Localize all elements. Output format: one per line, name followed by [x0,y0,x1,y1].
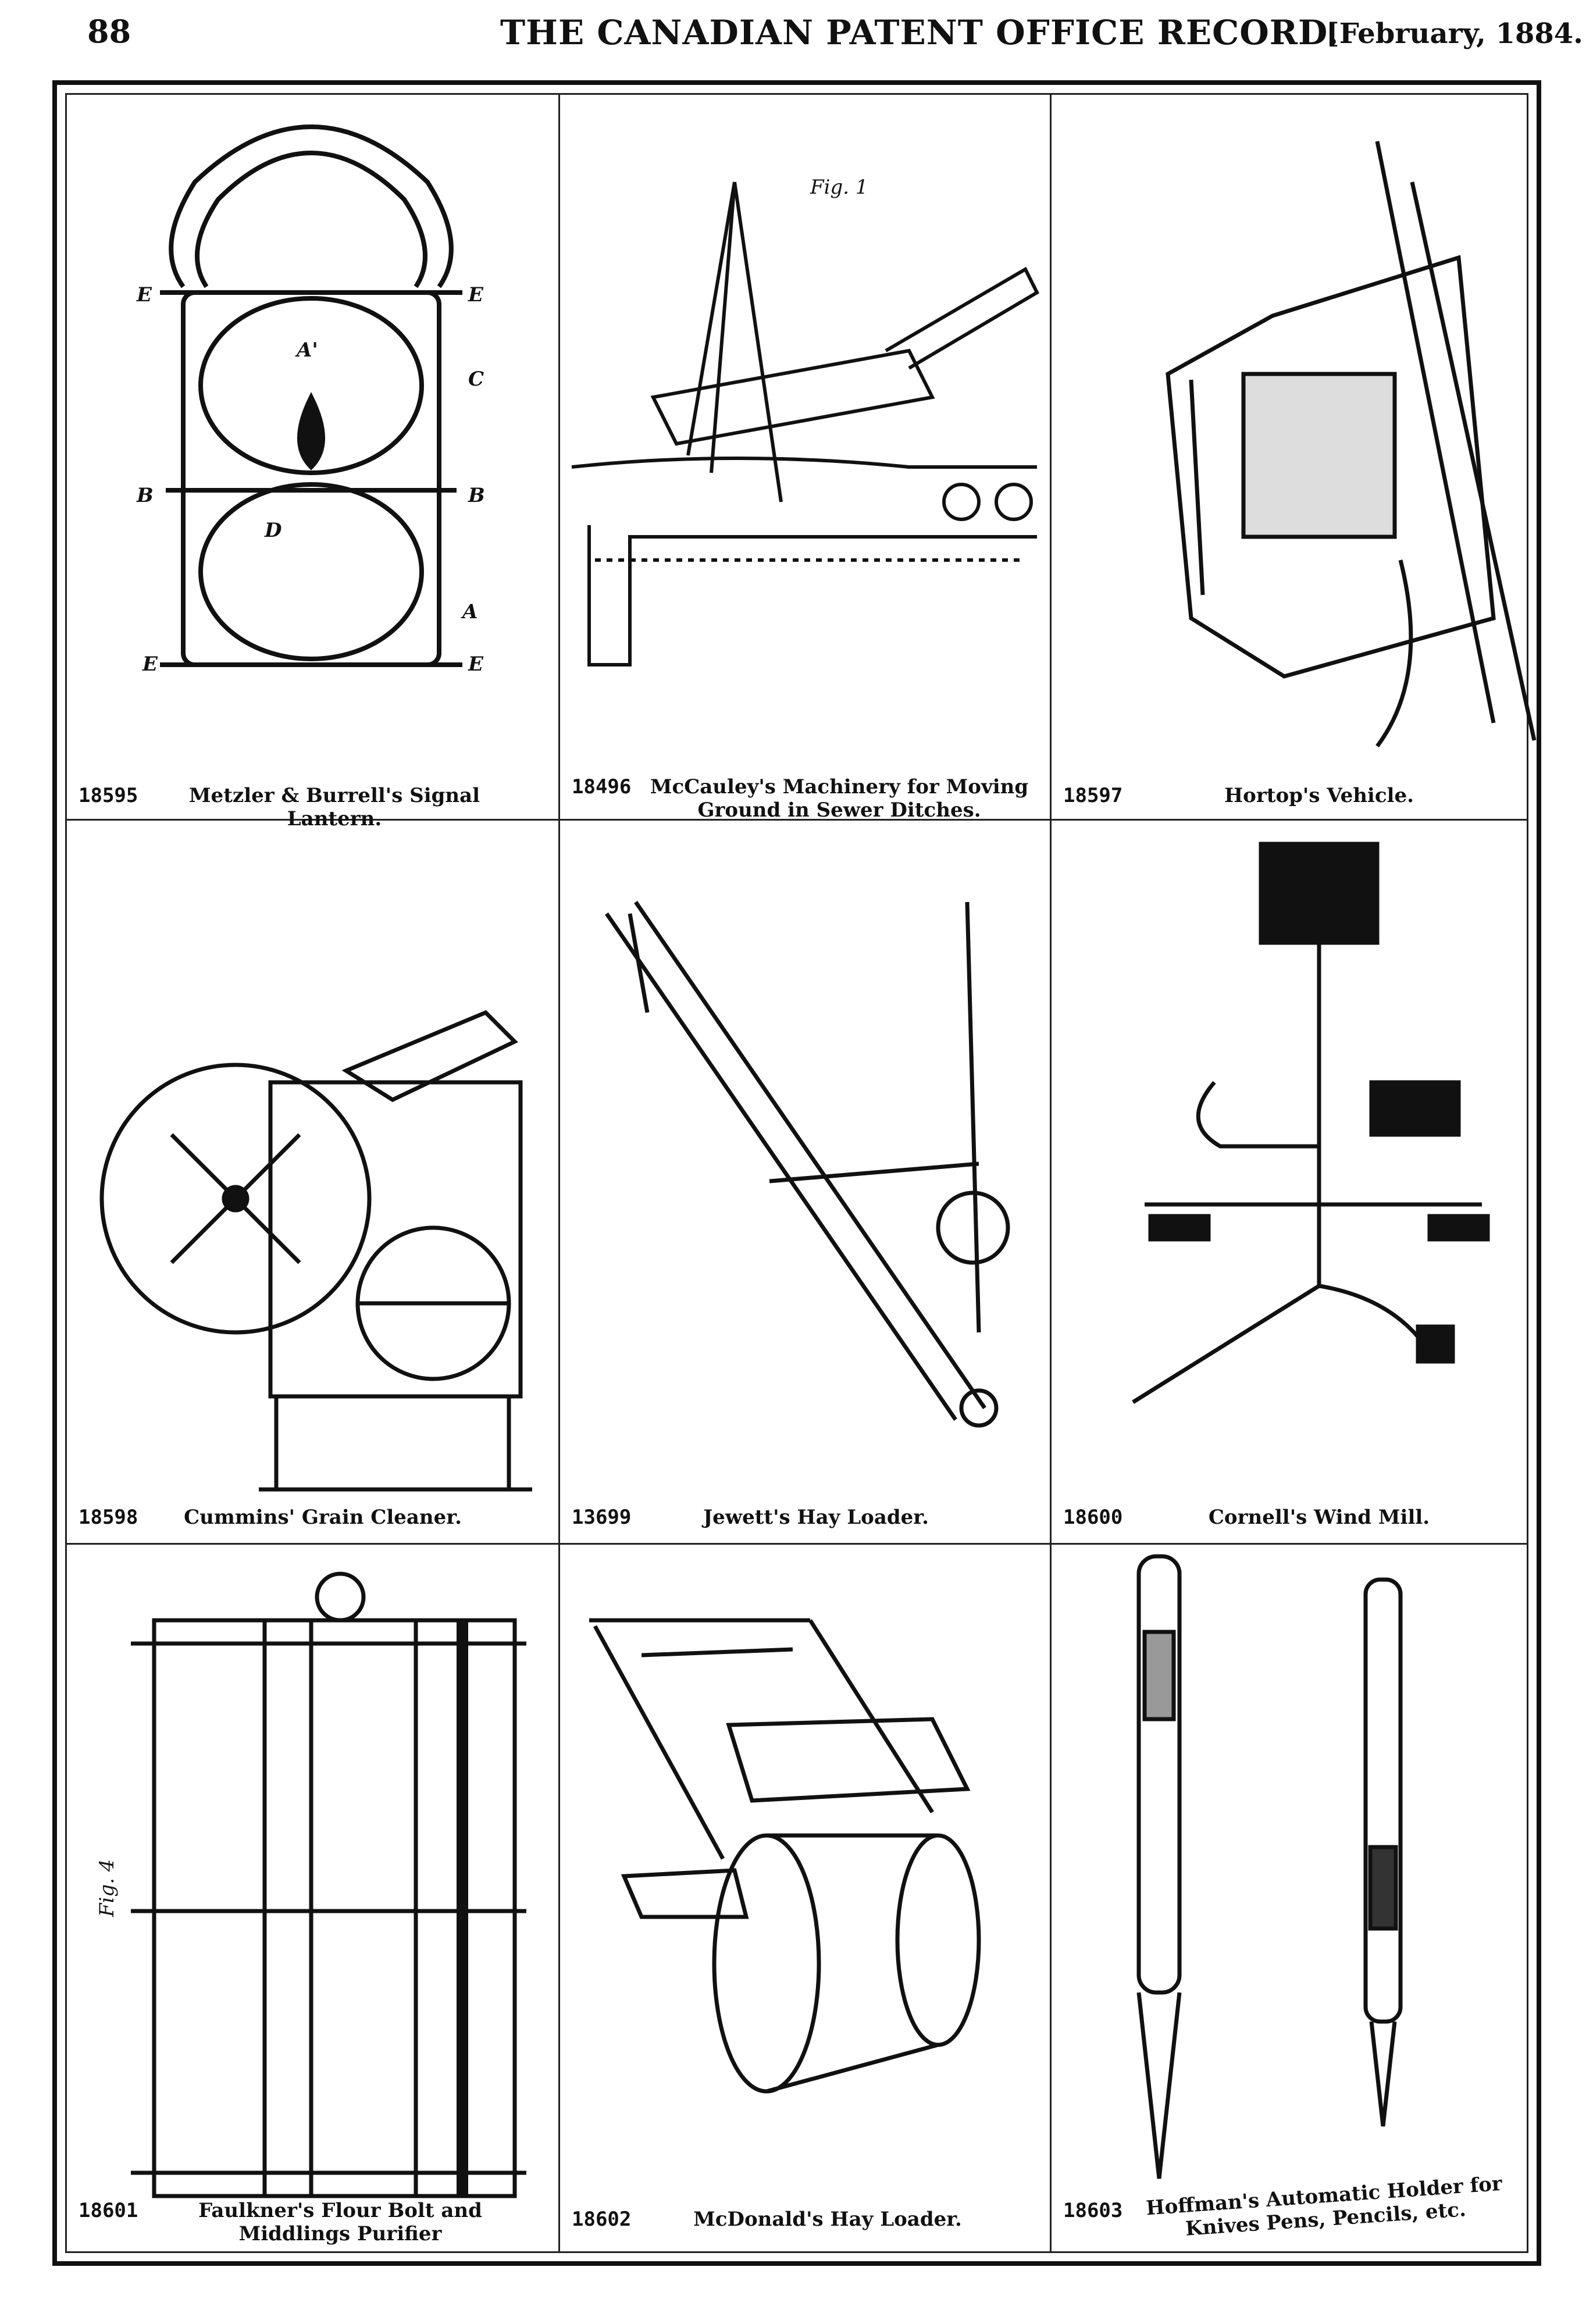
svg-text:A': A' [295,338,318,362]
patent-caption: McCauley's Machinery for Moving Ground i… [650,775,1029,822]
patent-caption: Cornell's Wind Mill. [1208,1506,1430,1529]
patent-cell-18597: 18597 Hortop's Vehicle. [1052,95,1541,819]
patent-cell-18603: 18603 Hoffman's Automatic Holder for Kni… [1052,1545,1541,2256]
patent-caption: Metzler & Burrell's Signal Lantern. [188,784,480,830]
patent-cell-18602: 18602 McDonald's Hay Loader. [560,1545,1050,2256]
wind-mill-illustration [1132,842,1490,1404]
page-header: 88 THE CANADIAN PATENT OFFICE RECORD. [F… [0,0,1593,87]
vehicle-illustration [1166,141,1537,748]
flour-bolt-illustration: Fig. 4 [95,1571,526,2198]
svg-text:E: E [142,653,158,676]
patent-number: 18595 [79,784,138,807]
patent-caption: Jewett's Hay Loader. [703,1506,929,1529]
patent-caption: Faulkner's Flour Bolt and Middlings Puri… [198,2199,482,2245]
svg-text:B: B [136,484,154,507]
hay-loader-2-illustration [589,1618,981,2094]
patent-caption: Cummins' Grain Cleaner. [184,1506,462,1529]
grid-divider-h2 [67,1543,1527,1545]
grid-divider-h1 [67,819,1527,821]
svg-text:E: E [468,283,484,306]
figure-label: Fig. 1 [810,176,868,199]
patent-number: 13699 [572,1506,632,1529]
patent-cell-18595: E E C A' B B D A E E 18595 Metzler & Burrell'… [67,95,558,830]
patent-number: 18598 [79,1506,138,1529]
patent-number: 18600 [1063,1506,1123,1529]
patent-cell-18496: Fig. 1 18496 McCauley's Machinery for Mo… [560,95,1050,822]
issue-date: [February, 1884. [1326,17,1583,50]
lantern-illustration: E E C A' B B D A E E [136,124,485,676]
patent-caption: Hortop's Vehicle. [1224,784,1414,807]
patent-cell-18600: 18600 Cornell's Wind Mill. [1052,821,1541,1543]
publication-title: THE CANADIAN PATENT OFFICE RECORD. [500,13,1339,52]
figure-label: Fig. 4 [95,1859,119,1917]
patent-number: 18496 [572,775,632,799]
svg-text:B: B [468,484,485,507]
holder-illustration [1136,1554,1403,2179]
patent-cell-18599: 13699 Jewett's Hay Loader. [560,821,1050,1543]
svg-text:D: D [264,519,282,542]
patent-number: 18601 [79,2199,138,2222]
patent-cell-18598: 18598 Cummins' Grain Cleaner. [67,821,558,1543]
svg-text:E: E [468,653,484,676]
svg-text:A: A [461,600,477,623]
grid-divider-v2 [1050,95,1052,2251]
page-number: 88 [87,13,131,50]
patent-caption: McDonald's Hay Loader. [693,2208,962,2231]
patent-number: 18603 [1063,2199,1123,2222]
grain-cleaner-illustration [99,1010,532,1492]
plates-grid: E E C A' B B D A E E 18595 Metzler & Burrell'… [65,93,1537,2256]
ditch-machinery-illustration: Fig. 1 [571,176,1039,666]
svg-text:E: E [136,283,152,306]
patent-cell-18601: Fig. 4 18601 Faulkner's Flour Bolt and M… [67,1545,558,2256]
grid-divider-v1 [558,95,560,2251]
svg-text:C: C [468,368,484,391]
hay-loader-illustration [605,901,1010,1428]
patent-number: 18602 [572,2208,632,2231]
patent-number: 18597 [1063,784,1123,807]
plates-frame: E E C A' B B D A E E 18595 Metzler & Burrell'… [52,80,1541,2266]
